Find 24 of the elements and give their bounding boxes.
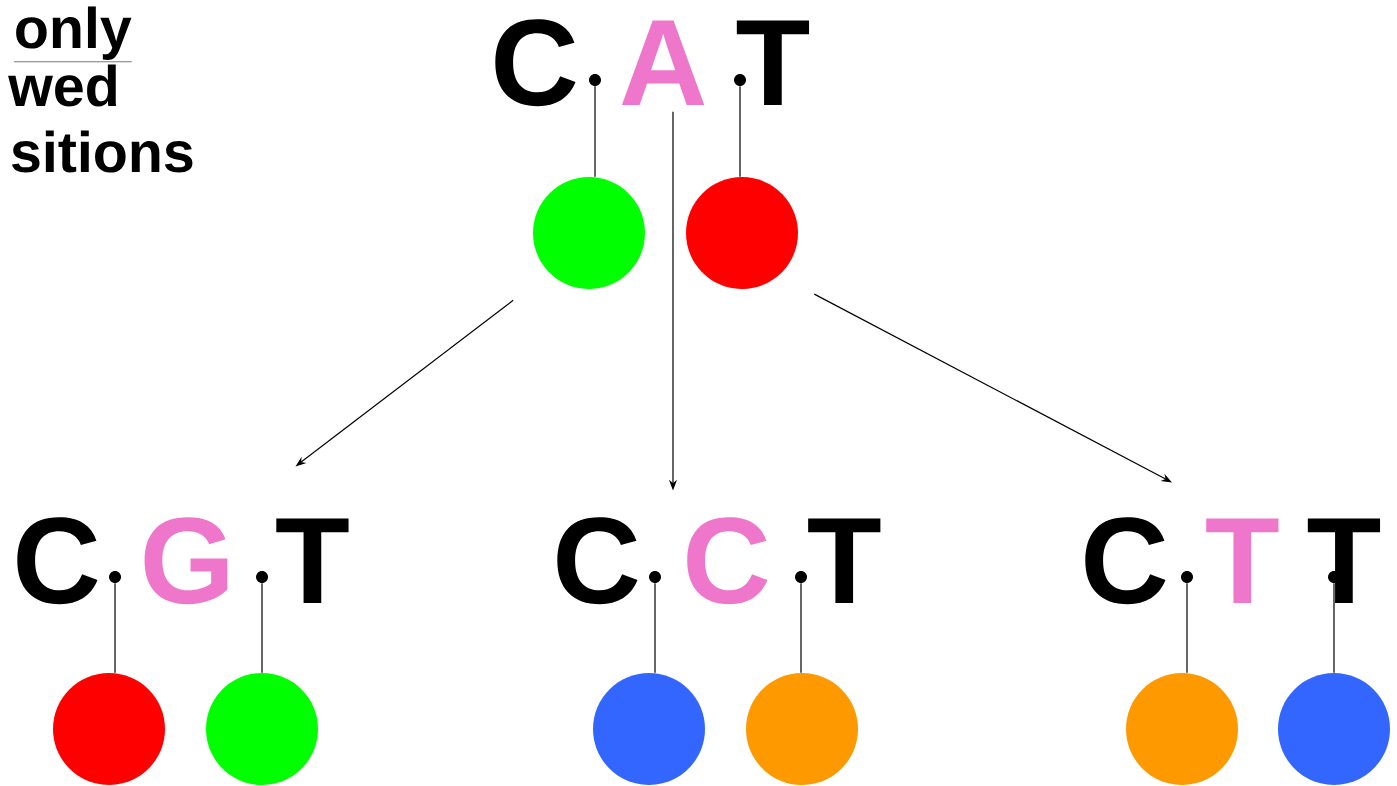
sequence-letters: C C T bbox=[557, 517, 881, 605]
circle bbox=[1126, 673, 1238, 785]
sequence-letters: C A T bbox=[495, 19, 810, 107]
sequence-letters: C G T bbox=[17, 517, 349, 605]
stick-line bbox=[594, 85, 596, 178]
stick-line bbox=[654, 582, 656, 674]
stick-line bbox=[1186, 582, 1188, 674]
sequence-letters: C T T bbox=[1085, 517, 1381, 605]
text-fragment: only bbox=[13, 6, 132, 63]
circle bbox=[1278, 673, 1390, 785]
stick-line bbox=[800, 582, 802, 674]
circle bbox=[686, 177, 798, 289]
circle bbox=[206, 673, 318, 785]
circle bbox=[593, 673, 705, 785]
text-fragment: wed bbox=[8, 64, 116, 107]
stick-line bbox=[114, 582, 116, 674]
circle bbox=[746, 673, 858, 785]
stick-line bbox=[739, 85, 741, 178]
arrow bbox=[813, 293, 1172, 483]
circle bbox=[53, 673, 165, 785]
stick-line bbox=[1333, 582, 1335, 674]
circle bbox=[533, 177, 645, 289]
stick-line bbox=[261, 582, 263, 674]
text-fragment: sitions bbox=[12, 130, 193, 173]
